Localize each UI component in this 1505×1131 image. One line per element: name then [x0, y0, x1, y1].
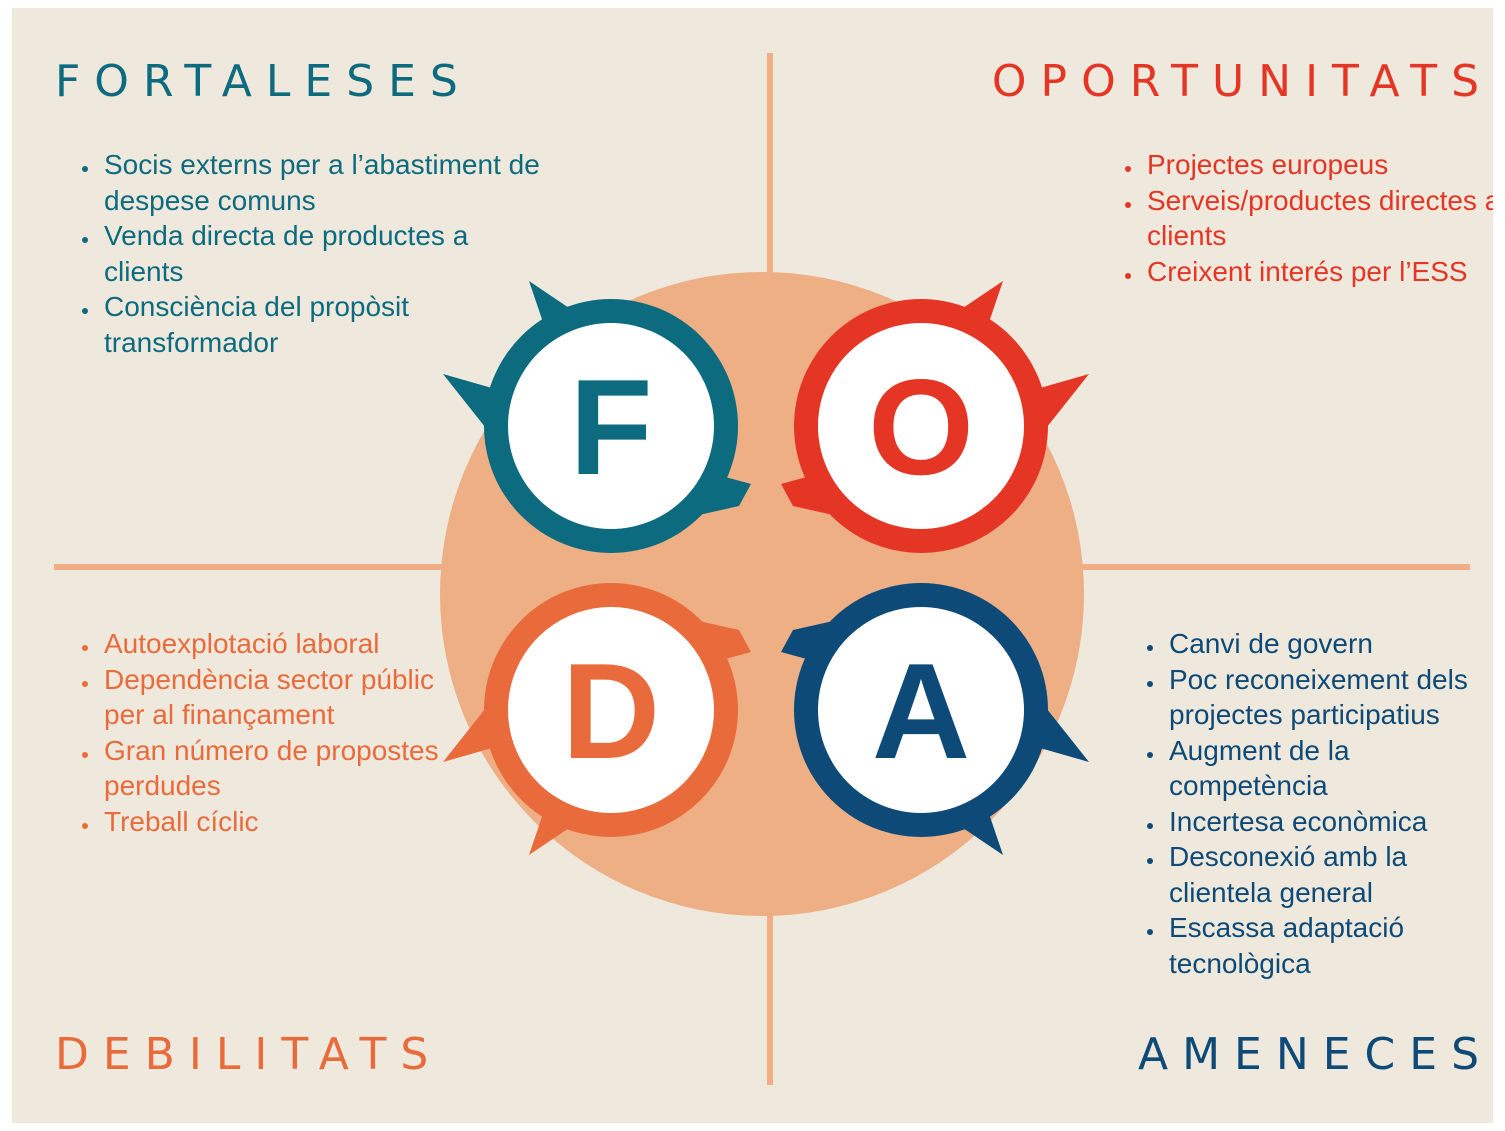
foda-diagram: F O D A	[54, 53, 1470, 1085]
debilitats-title: DEBILITATS	[55, 1029, 443, 1080]
list-item: Dependència sector públic per al finança…	[100, 662, 460, 733]
letter-o: O	[868, 351, 974, 503]
gear-d: D	[443, 583, 751, 855]
list-item: Desconexió amb la clientela general	[1165, 839, 1493, 910]
debilitats-list: Autoexplotació laboral Dependència secto…	[56, 626, 460, 839]
list-item: Projectes europeus	[1143, 147, 1493, 183]
list-item: Consciència del propòsit transformador	[100, 289, 540, 360]
list-item: Serveis/productes directes a clients	[1143, 183, 1493, 254]
fortaleses-list: Socis externs per a l’abastiment de desp…	[56, 147, 540, 360]
letter-d: D	[562, 635, 660, 787]
gear-f: F	[443, 281, 751, 553]
list-item: Socis externs per a l’abastiment de desp…	[100, 147, 540, 218]
list-item: Treball cíclic	[100, 804, 460, 840]
oportunitats-title: OPORTUNITATS	[991, 56, 1493, 107]
letter-a: A	[872, 635, 970, 787]
list-item: Incertesa econòmica	[1165, 804, 1493, 840]
list-item: Augment de la competència	[1165, 733, 1493, 804]
amenaces-list: Canvi de govern Poc reconeixement dels p…	[1121, 626, 1493, 981]
letter-f: F	[569, 351, 652, 503]
list-item: Escassa adaptació tecnològica	[1165, 910, 1493, 981]
amenaces-title: AMENECES	[1137, 1029, 1493, 1080]
list-item: Autoexplotació laboral	[100, 626, 460, 662]
oportunitats-list: Projectes europeus Serveis/productes dir…	[1099, 147, 1493, 289]
swot-panel: F O D A FORTALESES OPORTUNITATS	[12, 8, 1493, 1123]
gear-a: A	[781, 583, 1089, 855]
list-item: Creixent interés per l’ESS	[1143, 254, 1493, 290]
gear-o: O	[781, 281, 1089, 553]
list-item: Canvi de govern	[1165, 626, 1493, 662]
list-item: Venda directa de productes a clients	[100, 218, 540, 289]
list-item: Poc reconeixement dels projectes partici…	[1165, 662, 1493, 733]
list-item: Gran número de propostes perdudes	[100, 733, 460, 804]
fortaleses-title: FORTALESES	[55, 56, 472, 107]
